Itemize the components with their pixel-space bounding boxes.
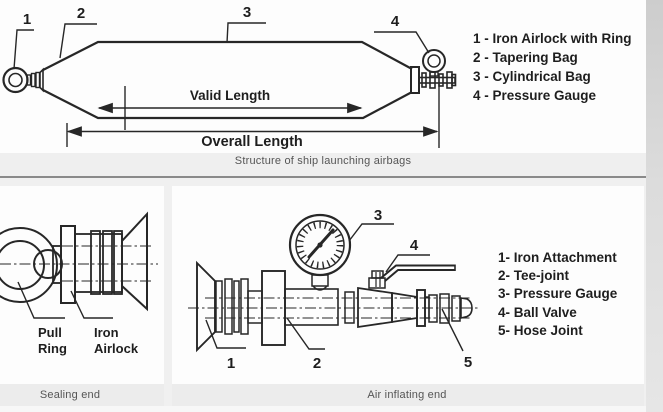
- iron-attachment: [196, 260, 263, 353]
- airbag-outline: [42, 40, 413, 120]
- inflating-leader-lines: [205, 223, 464, 352]
- legend-item: 4 - Pressure Gauge: [473, 88, 597, 103]
- legend-item: 2- Tee-joint: [498, 268, 570, 284]
- legend-item: 3 - Cylindrical Bag: [473, 69, 591, 84]
- legend-item: 5- Hose Joint: [498, 322, 583, 338]
- air-inflating-end-caption: Air inflating end: [367, 389, 447, 401]
- sealing-caption-band: [0, 384, 164, 406]
- footer-strip: [0, 406, 646, 412]
- air-inflating-end-panel: [172, 186, 644, 384]
- valid-length-dimension: [97, 86, 363, 130]
- valve-handle: [380, 264, 456, 282]
- part-number-4: 4: [391, 13, 400, 30]
- air-valve-stem: [410, 66, 457, 94]
- iron-airlock-ring-icon: [2, 66, 44, 94]
- part-number-2: 2: [77, 5, 85, 22]
- inflating-parts-legend: 1- Iron Attachment 2- Tee-joint 3- Press…: [498, 249, 617, 340]
- pull-ring-label-line1: Pull: [38, 325, 62, 340]
- hose-joint: [416, 289, 473, 327]
- part-number-1: 1: [227, 355, 235, 372]
- pull-ring-label: Pull Ring: [38, 325, 67, 357]
- iron-airlock-label-line2: Airlock: [94, 341, 139, 356]
- overall-length-label: Overall Length: [201, 134, 303, 150]
- legend-item: 1 - Iron Airlock with Ring: [473, 31, 632, 46]
- sealing-leader-lines: [17, 281, 113, 319]
- legend-item: 2 - Tapering Bag: [473, 50, 578, 65]
- legend-item: 4- Ball Valve: [498, 304, 577, 320]
- pull-ring-icon: [0, 227, 63, 303]
- part-number-4: 4: [410, 237, 419, 254]
- valid-length-label: Valid Length: [190, 88, 270, 103]
- page-edge-strip: [646, 0, 663, 412]
- sealing-end-caption: Sealing end: [39, 389, 101, 401]
- sealing-end-panel: [0, 186, 164, 384]
- air-inflating-end-diagram: [188, 213, 478, 353]
- top-caption-band: [0, 153, 646, 176]
- airbag-parts-legend: 1 - Iron Airlock with Ring 2 - Tapering …: [473, 29, 632, 105]
- sealing-end-diagram: [0, 211, 158, 319]
- pull-ring-label-line2: Ring: [38, 341, 67, 356]
- iron-airlock-label-line1: Iron: [94, 325, 119, 340]
- tee-joint: [261, 270, 339, 346]
- top-diagram-text: 1 2 3 4 Valid Length Overall Length: [23, 4, 400, 150]
- top-leader-lines: [13, 22, 430, 70]
- horizontal-divider: [0, 176, 646, 178]
- pressure-gauge-icon: [422, 49, 446, 77]
- airbag-structure-diagram: [2, 22, 457, 148]
- part-number-5: 5: [464, 354, 472, 371]
- legend-item: 1- Iron Attachment: [498, 250, 617, 265]
- legend-item: 3- Pressure Gauge: [498, 286, 618, 302]
- part-number-3: 3: [243, 4, 251, 21]
- pressure-gauge-icon: [288, 213, 352, 291]
- top-diagram-caption: Structure of ship launching airbags: [234, 155, 412, 167]
- overall-length-dimension: [66, 84, 440, 148]
- sealing-centerlines: [0, 245, 158, 282]
- iron-airlock-body: [52, 211, 148, 312]
- iron-airlock-label: Iron Airlock: [94, 325, 138, 357]
- air-caption-band: [172, 384, 644, 406]
- part-number-1: 1: [23, 11, 31, 28]
- inflating-part-numbers: 1 2 3 4 5: [227, 207, 472, 372]
- part-number-2: 2: [313, 355, 321, 372]
- part-number-3: 3: [374, 207, 382, 224]
